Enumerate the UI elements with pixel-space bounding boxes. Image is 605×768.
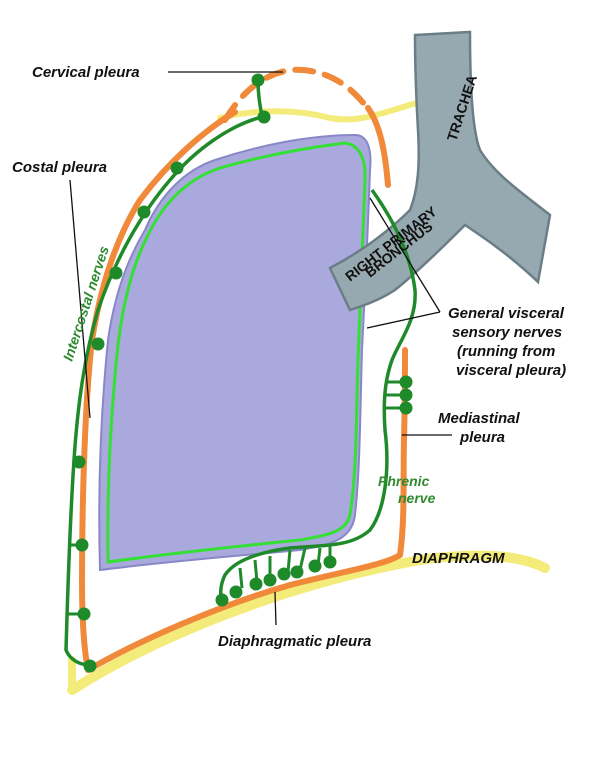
intercostal-nerve-endings bbox=[72, 73, 271, 673]
mediastinal-pleura-label-line2: pleura bbox=[459, 429, 505, 446]
costal-pleura-label: Costal pleura bbox=[12, 159, 107, 176]
cervical-pleura-label: Cervical pleura bbox=[32, 64, 140, 81]
general-visceral-label-line1: General visceral bbox=[448, 305, 565, 322]
mediastinal-parietal-pleura bbox=[397, 347, 408, 558]
mediastinal-pleura-label-line1: Mediastinal bbox=[438, 410, 521, 427]
intercostal-nerve bbox=[64, 79, 264, 667]
phrenic-nerve bbox=[219, 188, 417, 601]
diaphragmatic-parietal-pleura bbox=[85, 552, 403, 673]
mediastinal-upper-pleura bbox=[365, 105, 391, 188]
phrenic-nerve-label-line1: Phrenic bbox=[378, 473, 430, 489]
general-visceral-label-line4: visceral pleura) bbox=[456, 362, 566, 379]
visceral-pleura bbox=[106, 141, 367, 564]
diaphragm-label: DIAPHRAGM bbox=[412, 550, 505, 567]
visceral-nerve-leader-upper bbox=[369, 197, 441, 313]
phrenic-mediastinal-branches bbox=[385, 375, 413, 415]
trachea-and-bronchus bbox=[328, 30, 552, 312]
diaphragm-band bbox=[67, 550, 550, 695]
lung bbox=[98, 133, 372, 572]
phrenic-nerve-label-line2: nerve bbox=[398, 490, 436, 506]
general-visceral-label-line3: (running from bbox=[457, 343, 555, 360]
intercostal-branch-stubs bbox=[67, 543, 84, 616]
phrenic-diaphragmatic-branches bbox=[215, 546, 337, 607]
visceral-nerve-leader-lower bbox=[366, 311, 441, 329]
general-visceral-label-line2: sensory nerves bbox=[452, 324, 562, 341]
costal-pleura-leader bbox=[69, 179, 91, 419]
diaphragmatic-pleura-label: Diaphragmatic pleura bbox=[218, 633, 371, 650]
diaphragmatic-pleura-leader bbox=[274, 591, 277, 626]
upper-yellow-line bbox=[217, 99, 423, 123]
leader-lines bbox=[69, 71, 452, 626]
